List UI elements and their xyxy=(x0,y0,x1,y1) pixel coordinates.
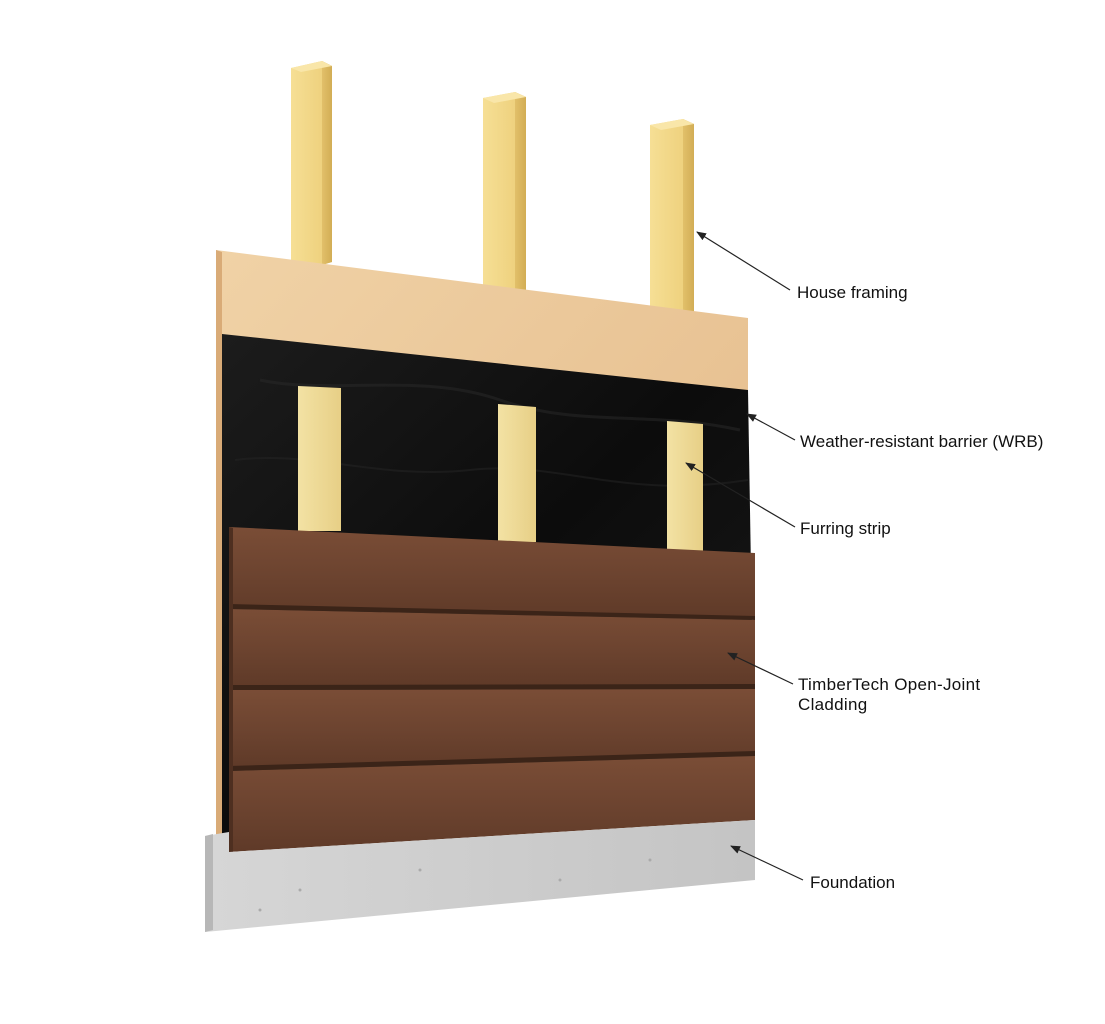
label-cladding-line1: TimberTech Open-Joint xyxy=(798,675,981,694)
leader-lines xyxy=(685,231,804,881)
stud-2 xyxy=(483,92,526,294)
leader-foundation xyxy=(730,845,804,881)
cladding-boards xyxy=(229,527,755,852)
leader-cladding xyxy=(727,652,794,685)
stud-3 xyxy=(650,119,694,316)
stud-1 xyxy=(291,61,332,265)
leader-house-framing xyxy=(696,231,791,291)
cladding-board-2 xyxy=(229,609,755,690)
cladding-board-3 xyxy=(229,689,755,771)
label-house-framing: House framing xyxy=(797,283,908,302)
foundation-block xyxy=(205,820,755,932)
leader-wrb xyxy=(746,413,796,441)
house-framing xyxy=(291,61,694,316)
cladding-board-1 xyxy=(229,527,755,620)
label-furring-strip: Furring strip xyxy=(800,519,891,538)
label-cladding: TimberTech Open-Joint Cladding xyxy=(798,675,980,715)
label-wrb: Weather-resistant barrier (WRB) xyxy=(800,432,1044,451)
leader-furring-strip xyxy=(685,462,796,528)
furring-strips xyxy=(298,386,703,551)
label-cladding-line2: Cladding xyxy=(798,695,868,714)
label-foundation: Foundation xyxy=(810,873,896,892)
